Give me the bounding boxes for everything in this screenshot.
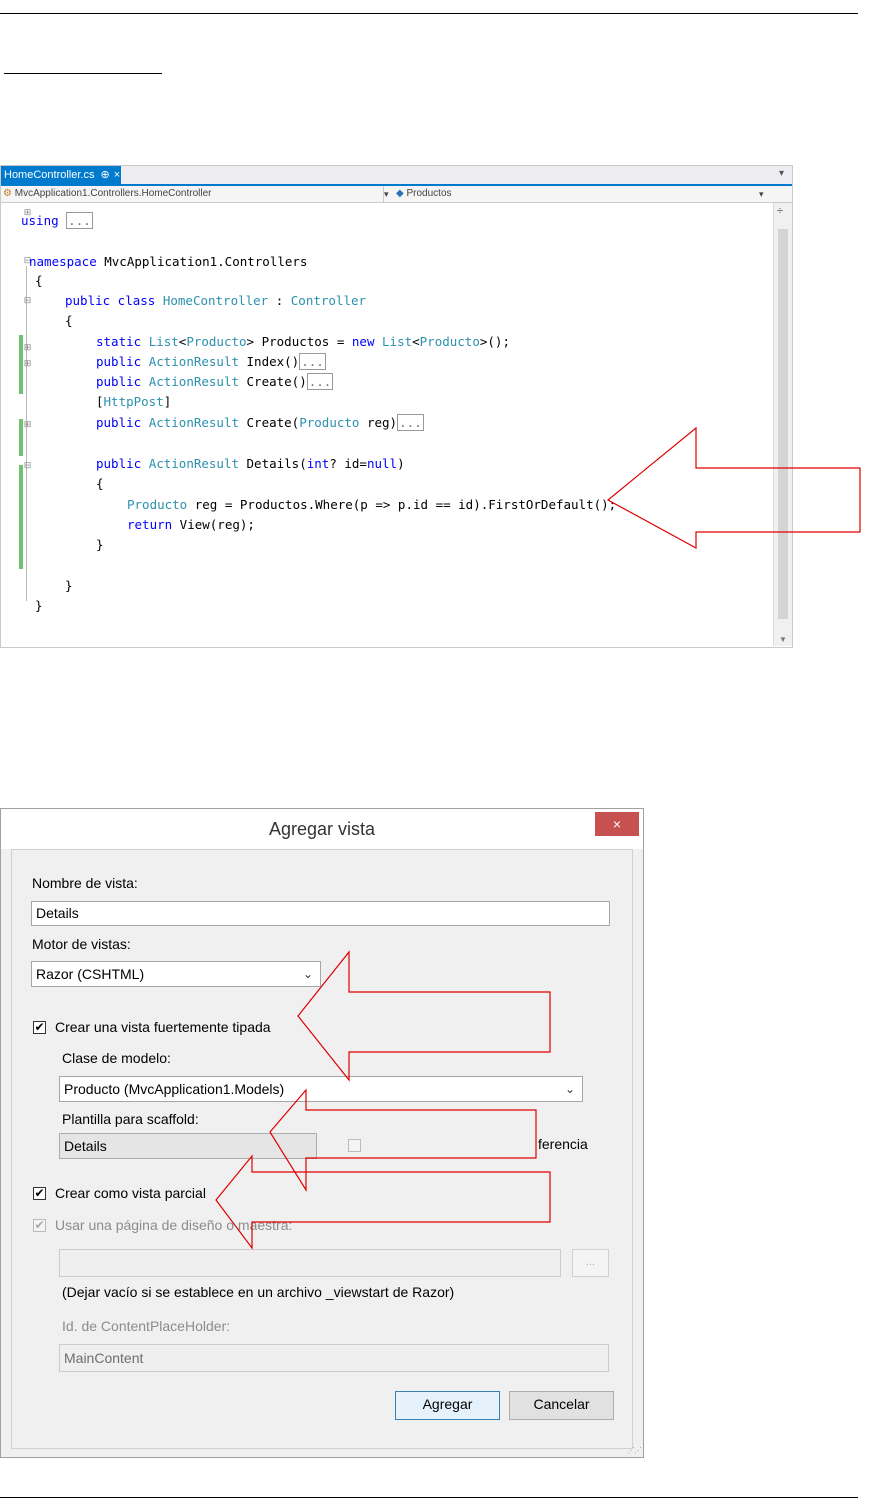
tab-label: HomeController.cs: [4, 169, 95, 181]
type-dropdown-icon[interactable]: ▾: [384, 189, 389, 199]
view-name-label: Nombre de vista:: [32, 875, 138, 891]
code-line: public class HomeController : Controller: [65, 293, 367, 308]
tab-homecontroller[interactable]: HomeController.cs ⊕×: [1, 166, 121, 184]
member-dropdown-icon[interactable]: ▾: [759, 189, 764, 199]
placeholder-id-input[interactable]: MainContent: [59, 1344, 609, 1372]
code-line: }: [65, 578, 73, 593]
code-line: Producto reg = Productos.Where(p => p.id…: [127, 497, 617, 512]
model-class-select-value: Producto (MvcApplication1.Models): [64, 1081, 285, 1097]
collapsed-region[interactable]: ...: [306, 373, 334, 390]
expand-icon[interactable]: ⊞: [23, 419, 32, 429]
partial-view-checkbox[interactable]: ✔: [33, 1186, 46, 1200]
cancel-button[interactable]: Cancelar: [509, 1391, 614, 1420]
code-line: {: [65, 313, 73, 328]
annotation-arrow: [269, 1088, 537, 1193]
pin-icon[interactable]: ⊕: [100, 169, 110, 181]
code-line: }: [35, 598, 43, 613]
scaffold-select-value: Details: [64, 1138, 107, 1154]
section-underline: [4, 73, 162, 74]
navigation-bar: ⚙ MvcApplication1.Controllers.HomeContro…: [1, 186, 792, 203]
model-class-label: Clase de modelo:: [62, 1050, 171, 1066]
change-indicator: [19, 465, 23, 569]
layout-page-label: Usar una página de diseño o maestra:: [55, 1217, 293, 1233]
collapsed-region[interactable]: ...: [397, 414, 424, 431]
code-line: public ActionResult Create()...: [96, 373, 334, 390]
view-name-input[interactable]: Details: [31, 901, 610, 926]
code-line: }: [96, 537, 104, 552]
reference-label: ferencia: [538, 1136, 588, 1152]
annotation-arrow: [215, 1154, 551, 1250]
field-icon: ◆: [396, 188, 404, 199]
editor-tab-strip: HomeController.cs ⊕× ▾: [1, 166, 792, 186]
engine-select[interactable]: Razor (CSHTML) ⌄: [31, 961, 321, 987]
code-line: public ActionResult Create(Producto reg)…: [96, 414, 424, 431]
code-line: public ActionResult Details(int? id=null…: [96, 456, 405, 471]
browse-button[interactable]: ...: [572, 1249, 609, 1277]
scrollbar-thumb[interactable]: [778, 229, 788, 619]
change-indicator: [19, 335, 23, 394]
layout-hint: (Dejar vacío si se establece en un archi…: [62, 1284, 455, 1300]
code-line: static List<Producto> Productos = new Li…: [96, 334, 510, 349]
reference-checkbox[interactable]: [348, 1139, 361, 1152]
layout-path-input[interactable]: [59, 1249, 561, 1277]
vertical-scrollbar[interactable]: ÷ ▼: [773, 203, 792, 646]
code-editor-window: HomeController.cs ⊕× ▾ ⚙ MvcApplication1.…: [0, 165, 793, 648]
collapse-icon[interactable]: ⊟: [23, 295, 32, 305]
add-button[interactable]: Agregar: [395, 1391, 500, 1420]
collapsed-region[interactable]: ...: [299, 353, 326, 370]
partial-view-label: Crear como vista parcial: [55, 1185, 206, 1201]
strongly-typed-label: Crear una vista fuertemente tipada: [55, 1019, 271, 1035]
strongly-typed-checkbox[interactable]: ✔: [33, 1020, 46, 1034]
annotation-arrow: [297, 950, 551, 1082]
splitter-icon[interactable]: ÷: [777, 205, 784, 217]
code-area[interactable]: ⊞ ⊟ ⊟ ⊞ ⊞ ⊞ ⊟ using ... namespace MvcApp…: [1, 203, 771, 646]
engine-label: Motor de vistas:: [32, 936, 131, 952]
scaffold-label: Plantilla para scaffold:: [62, 1111, 199, 1127]
top-rule: [0, 13, 858, 14]
resize-grip-icon[interactable]: ⋰⋰: [627, 1446, 642, 1455]
expand-icon[interactable]: ⊞: [23, 358, 32, 368]
code-line: using ...: [21, 212, 93, 229]
bottom-rule: [0, 1497, 858, 1498]
code-line: public ActionResult Index()...: [96, 353, 326, 370]
expand-icon[interactable]: ⊞: [23, 207, 32, 217]
collapse-icon[interactable]: ⊟: [23, 255, 32, 265]
type-navigator-label: MvcApplication1.Controllers.HomeControll…: [14, 188, 212, 199]
collapsed-region[interactable]: ...: [66, 212, 93, 229]
code-line: namespace MvcApplication1.Controllers: [29, 254, 308, 269]
tab-dropdown-icon[interactable]: ▾: [778, 168, 784, 179]
code-line: {: [35, 273, 43, 288]
chevron-down-icon: ⌄: [564, 1082, 575, 1096]
change-indicator: [19, 419, 23, 456]
code-line: return View(reg);: [127, 517, 255, 532]
member-navigator-label: Productos: [406, 188, 452, 199]
annotation-arrow: [606, 426, 861, 550]
layout-page-checkbox[interactable]: ✔: [33, 1218, 46, 1232]
code-line: [HttpPost]: [96, 394, 172, 409]
member-navigator[interactable]: ◆ Productos: [396, 186, 452, 202]
model-class-select[interactable]: Producto (MvcApplication1.Models) ⌄: [59, 1076, 583, 1102]
type-navigator[interactable]: ⚙ MvcApplication1.Controllers.HomeContro…: [3, 186, 384, 202]
code-line: {: [96, 476, 104, 491]
dialog-title: Agregar vista: [268, 819, 376, 839]
class-icon: ⚙: [3, 188, 12, 199]
scroll-down-icon[interactable]: ▼: [779, 635, 787, 644]
chevron-down-icon: ⌄: [302, 967, 313, 981]
expand-icon[interactable]: ⊞: [23, 342, 32, 352]
placeholder-id-label: Id. de ContentPlaceHolder:: [62, 1318, 231, 1334]
close-button[interactable]: ×: [595, 812, 639, 836]
dialog-titlebar[interactable]: Agregar vista ×: [1, 809, 643, 849]
engine-select-value: Razor (CSHTML): [36, 966, 145, 982]
outline-guide: [26, 266, 27, 601]
collapse-icon[interactable]: ⊟: [23, 460, 32, 470]
close-icon[interactable]: ×: [113, 169, 121, 181]
